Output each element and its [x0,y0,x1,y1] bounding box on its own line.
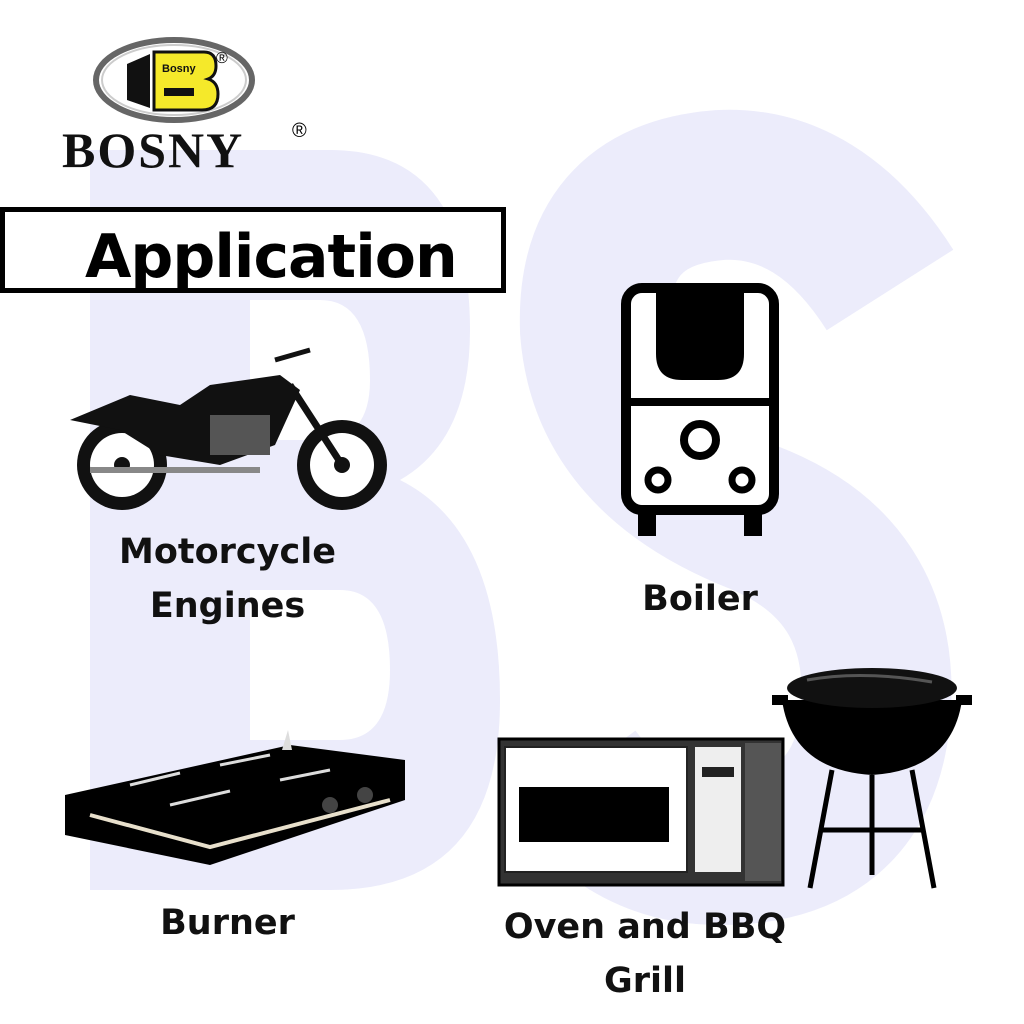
gas-stove-icon [65,730,405,865]
label-oven-and-bbq-grill: Oven and BBQ Grill [480,900,810,1008]
label-line: Oven and BBQ [503,907,787,947]
boiler-icon [621,283,779,536]
brand-registered-mark: ® [292,120,307,142]
watermark-letter-b [90,150,500,890]
motorcycle-icon [70,347,387,510]
microwave-icon [497,737,785,887]
title-box: Application [0,207,506,293]
label-line: Grill [604,961,686,1001]
label-line: Engines [149,586,306,626]
page-title: Application [85,222,458,292]
label-motorcycle-engines: Motorcycle Engines [100,525,355,633]
brand-name: BOSNY [62,122,245,178]
emblem-registered-mark: ® [216,50,228,67]
label-line: Motorcycle [119,532,336,572]
bbq-grill-icon [772,668,972,889]
label-burner: Burner [160,903,295,943]
label-boiler: Boiler [642,579,758,619]
svg-text:Bosny: Bosny [162,63,197,75]
bosny-logo-emblem: Bosny [93,37,255,123]
